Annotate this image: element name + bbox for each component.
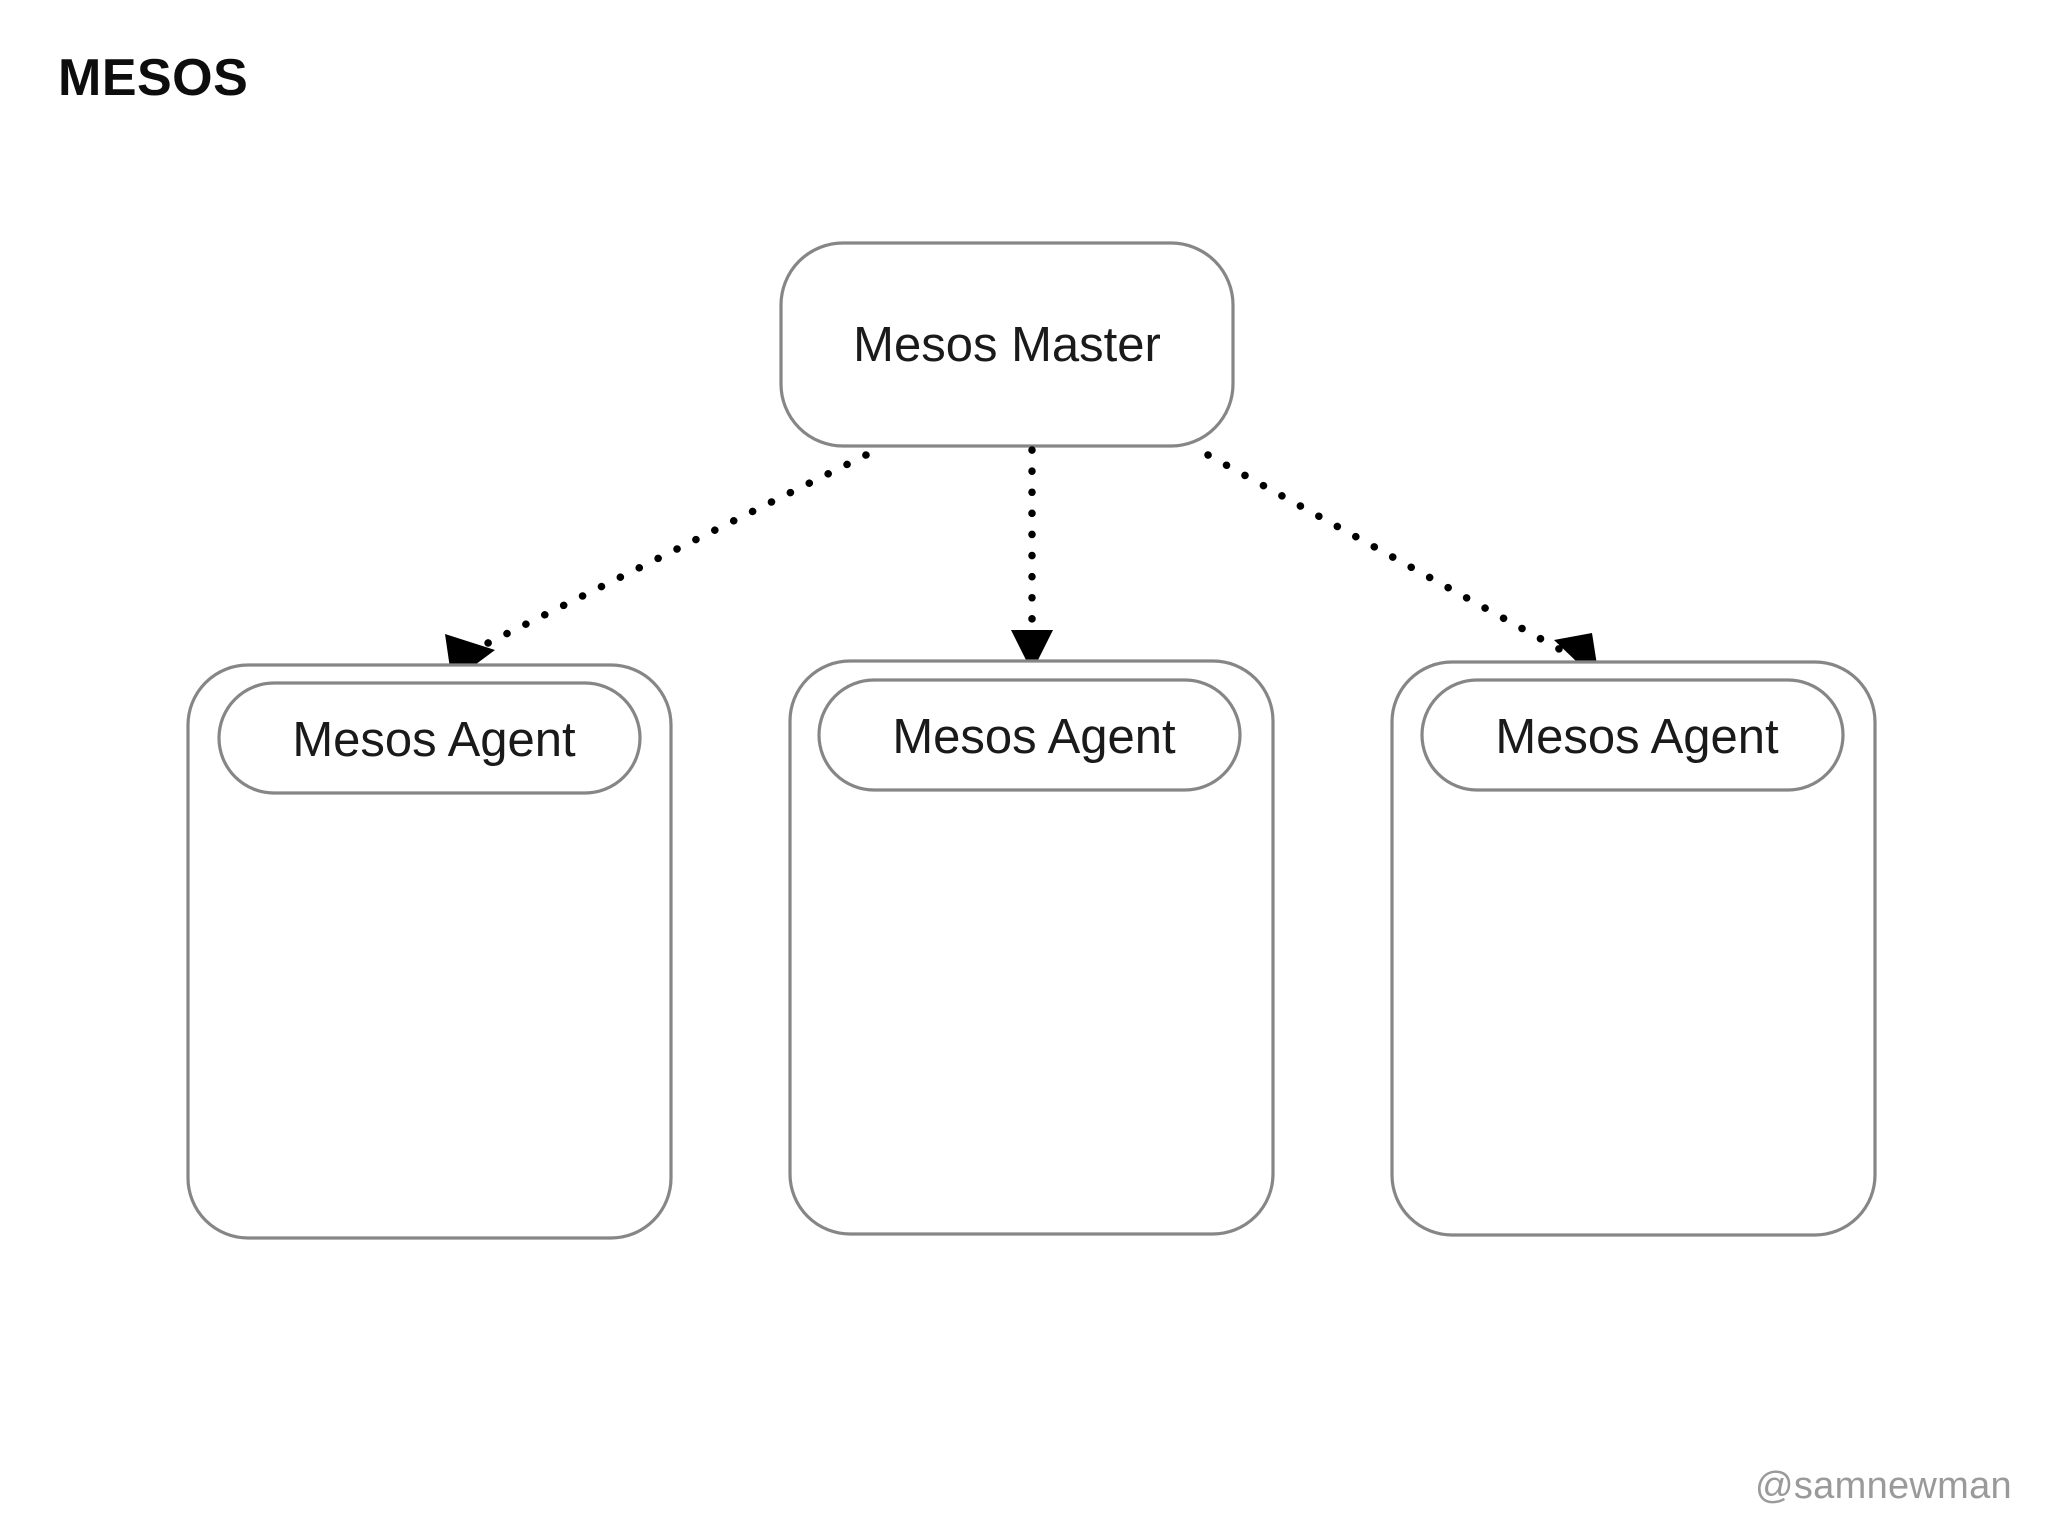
edge-master-to-agent-1 [445,451,870,682]
mesos-agent-3-pill [1420,678,1845,792]
edge-1-dotted-line [474,451,870,652]
mesos-master-box [779,241,1235,448]
node-mesos-agent-2[interactable]: Mesos Agent [788,659,1275,1236]
mesos-agent-1-pill [217,681,642,795]
mesos-agent-1-label: Mesos Agent [292,713,576,767]
edge-master-to-agent-3 [1204,451,1600,684]
mesos-agent-3-container [1390,660,1877,1237]
node-mesos-agent-3[interactable]: Mesos Agent [1390,660,1877,1237]
page-title: MESOS [58,49,249,107]
edge-3-dotted-line [1204,451,1574,659]
mesos-master-label: Mesos Master [853,318,1161,372]
mesos-agent-3-label: Mesos Agent [1495,710,1779,764]
mesos-agent-1-container [186,663,673,1240]
mesos-agent-2-pill [817,678,1242,792]
edge-master-to-agent-2 [1011,446,1053,672]
author-watermark: @samnewman [1755,1465,2012,1507]
node-mesos-agent-1[interactable]: Mesos Agent [186,663,673,1240]
edge-2-arrowhead [1011,630,1053,672]
mesos-agent-2-label: Mesos Agent [892,710,1176,764]
node-mesos-master[interactable]: Mesos Master [779,241,1235,448]
mesos-agent-2-container [788,659,1275,1236]
